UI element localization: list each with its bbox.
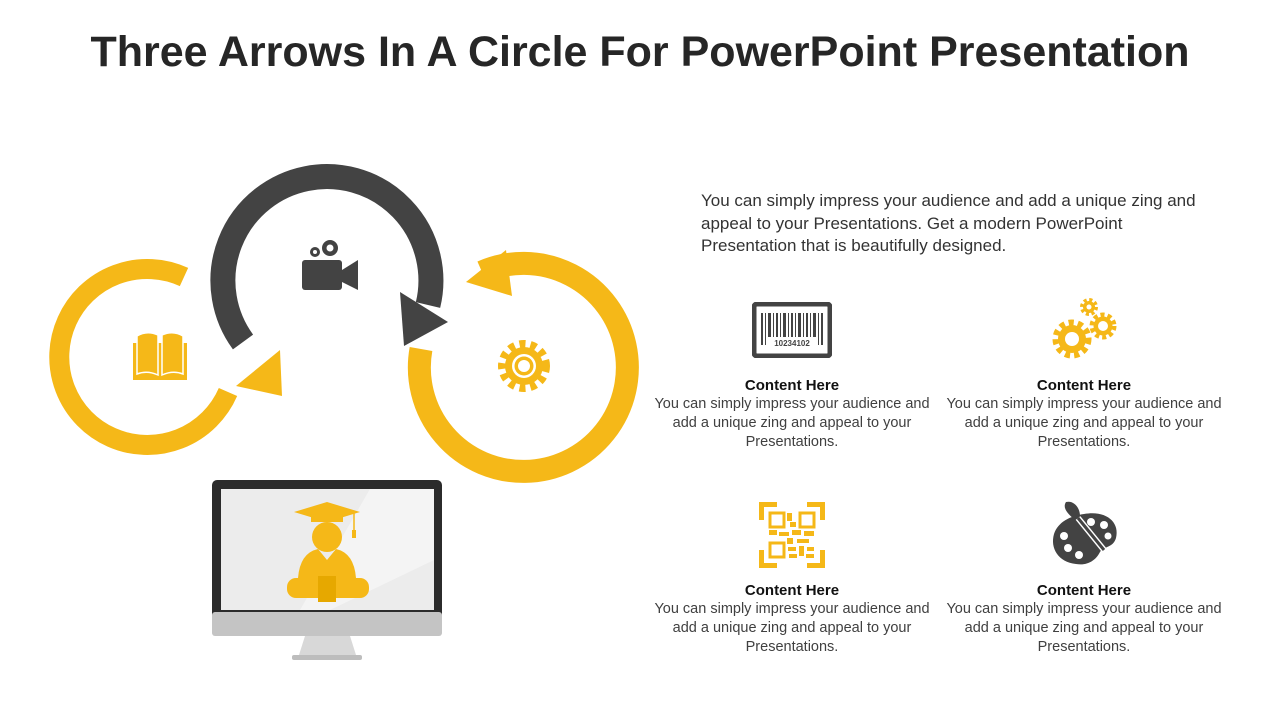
content-card: 10234102 Content Here You can simply imp… [652, 295, 932, 452]
video-camera-icon [302, 240, 358, 290]
palette-icon [944, 500, 1224, 570]
monitor-graphic [212, 480, 442, 660]
intro-text: You can simply impress your audience and… [701, 191, 1196, 255]
slide-title: Three Arrows In A Circle For PowerPoint … [90, 28, 1190, 76]
graduate-icon [287, 502, 369, 602]
barcode-number: 10234102 [774, 339, 810, 348]
right-yellow-arrow [407, 250, 639, 483]
top-dark-arrow [210, 164, 448, 350]
card-text: You can simply impress your audience and… [946, 601, 1222, 655]
book-icon [133, 332, 187, 380]
left-yellow-arrow [49, 258, 282, 455]
content-card: Content Here You can simply impress your… [944, 500, 1224, 657]
content-card: Content Here You can simply impress your… [652, 500, 932, 657]
card-heading: Content Here [744, 582, 840, 599]
gears-icon [944, 295, 1224, 365]
card-heading: Content Here [1036, 377, 1132, 394]
barcode-icon: 10234102 [652, 295, 932, 365]
content-card: Content Here You can simply impress your… [944, 295, 1224, 452]
card-heading: Content Here [744, 377, 840, 394]
card-text: You can simply impress your audience and… [654, 396, 930, 450]
card-text: You can simply impress your audience and… [654, 601, 930, 655]
gear-icon [498, 340, 550, 392]
card-heading: Content Here [1036, 582, 1132, 599]
card-text: You can simply impress your audience and… [946, 396, 1222, 450]
qr-code-icon [652, 500, 932, 570]
arrows-diagram [49, 164, 639, 660]
